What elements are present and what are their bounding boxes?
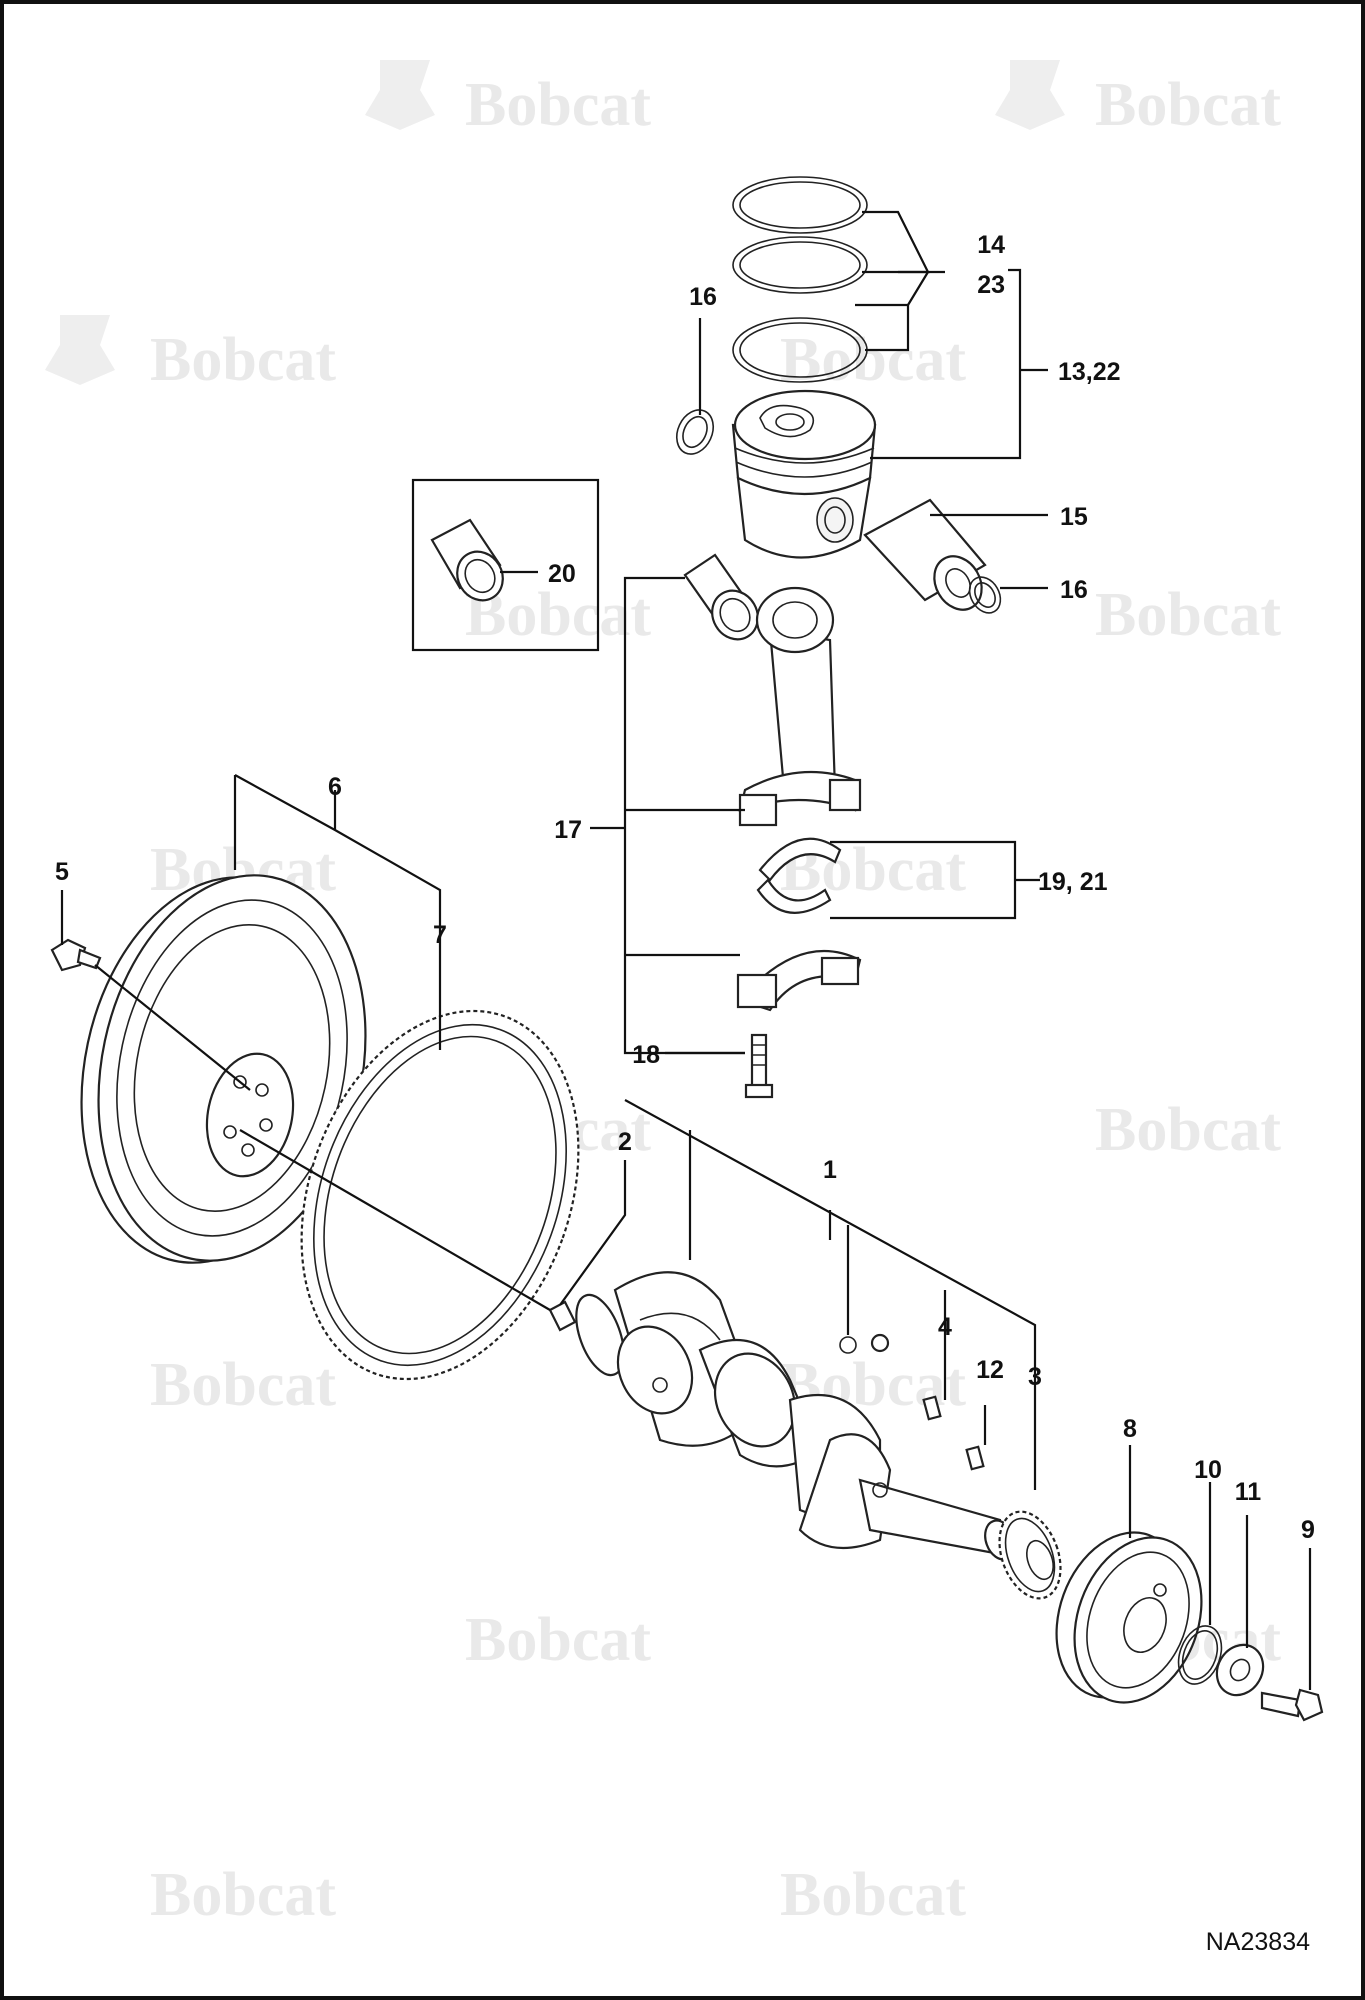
watermark-text: Bobcat — [465, 71, 651, 139]
callout-labels: 14 23 13,22 16 15 16 20 17 19, 21 6 7 5 … — [55, 231, 1315, 1544]
rod-bearing-lower — [756, 878, 832, 914]
callout-9: 9 — [1301, 1516, 1315, 1544]
plug — [870, 1333, 890, 1353]
rod-bearing-upper — [758, 837, 842, 882]
callout-18: 18 — [632, 1041, 660, 1069]
piston — [731, 389, 877, 559]
dowel-pin — [548, 1300, 577, 1332]
crank-pulley — [1055, 1531, 1203, 1704]
flywheel-bolt — [50, 938, 102, 972]
callout-5: 5 — [55, 858, 69, 886]
callout-7: 7 — [433, 921, 447, 949]
connecting-rod — [738, 586, 862, 827]
detail-box — [411, 478, 600, 652]
watermark-logo: Bobcat — [780, 326, 966, 394]
callout-17: 17 — [554, 816, 582, 844]
callout-1: 1 — [823, 1156, 837, 1184]
watermark-text: Bobcat — [150, 1861, 336, 1929]
crank-gear — [998, 1510, 1062, 1600]
snap-ring-left — [675, 409, 715, 455]
pulley-key — [965, 1445, 985, 1471]
watermark-logo: Bobcat — [1095, 1096, 1281, 1164]
callout-15: 15 — [1060, 503, 1088, 531]
watermark-logo: Bobcat — [365, 60, 651, 139]
callout-12: 12 — [976, 1356, 1004, 1384]
leader-lines — [60, 210, 1312, 1690]
callout-16-upper: 16 — [689, 283, 717, 311]
watermark-logo: Bobcat — [150, 1861, 336, 1929]
rod-cap — [736, 949, 862, 1012]
callout-20: 20 — [548, 560, 576, 588]
washer — [1215, 1643, 1265, 1697]
watermark-text: Bobcat — [780, 1861, 966, 1929]
callout-14: 14 — [977, 231, 1005, 259]
callout-13-22: 13,22 — [1058, 358, 1121, 386]
small-end-bushing-detail — [430, 518, 504, 602]
callout-6: 6 — [328, 773, 342, 801]
watermark-logo: Bobcat — [465, 1606, 651, 1674]
crankshaft — [575, 1271, 1016, 1561]
callout-8: 8 — [1123, 1415, 1137, 1443]
watermark-text: Bobcat — [1095, 71, 1281, 139]
callout-4: 4 — [938, 1313, 952, 1341]
snap-ring-right — [968, 576, 1002, 614]
callout-2: 2 — [618, 1128, 632, 1156]
watermark-logo: Bobcat — [1095, 581, 1281, 649]
small-end-bushing — [683, 553, 759, 641]
watermark-text: Bobcat — [150, 1351, 336, 1419]
watermark-text: Bobcat — [150, 326, 336, 394]
watermark-text: Bobcat — [1095, 581, 1281, 649]
callout-16-right: 16 — [1060, 576, 1088, 604]
watermark-text: Bobcat — [465, 1606, 651, 1674]
key — [922, 1395, 942, 1421]
watermark-text: Bobcat — [780, 326, 966, 394]
watermark-logo: Bobcat — [45, 315, 336, 394]
watermark-logo: Bobcat — [780, 1861, 966, 1929]
pulley-bolt — [1260, 1688, 1324, 1722]
rod-bolt — [744, 1033, 774, 1099]
watermark-text: Bobcat — [1095, 1096, 1281, 1164]
watermark-logo: Bobcat — [995, 60, 1281, 139]
callout-10: 10 — [1194, 1456, 1222, 1484]
callout-3: 3 — [1028, 1363, 1042, 1391]
callout-11: 11 — [1235, 1478, 1262, 1506]
watermark-logo: Bobcat — [150, 1351, 336, 1419]
figure-reference-code: NA23834 — [1206, 1928, 1310, 1956]
callout-19-21: 19, 21 — [1038, 868, 1108, 896]
callout-23: 23 — [977, 271, 1005, 299]
